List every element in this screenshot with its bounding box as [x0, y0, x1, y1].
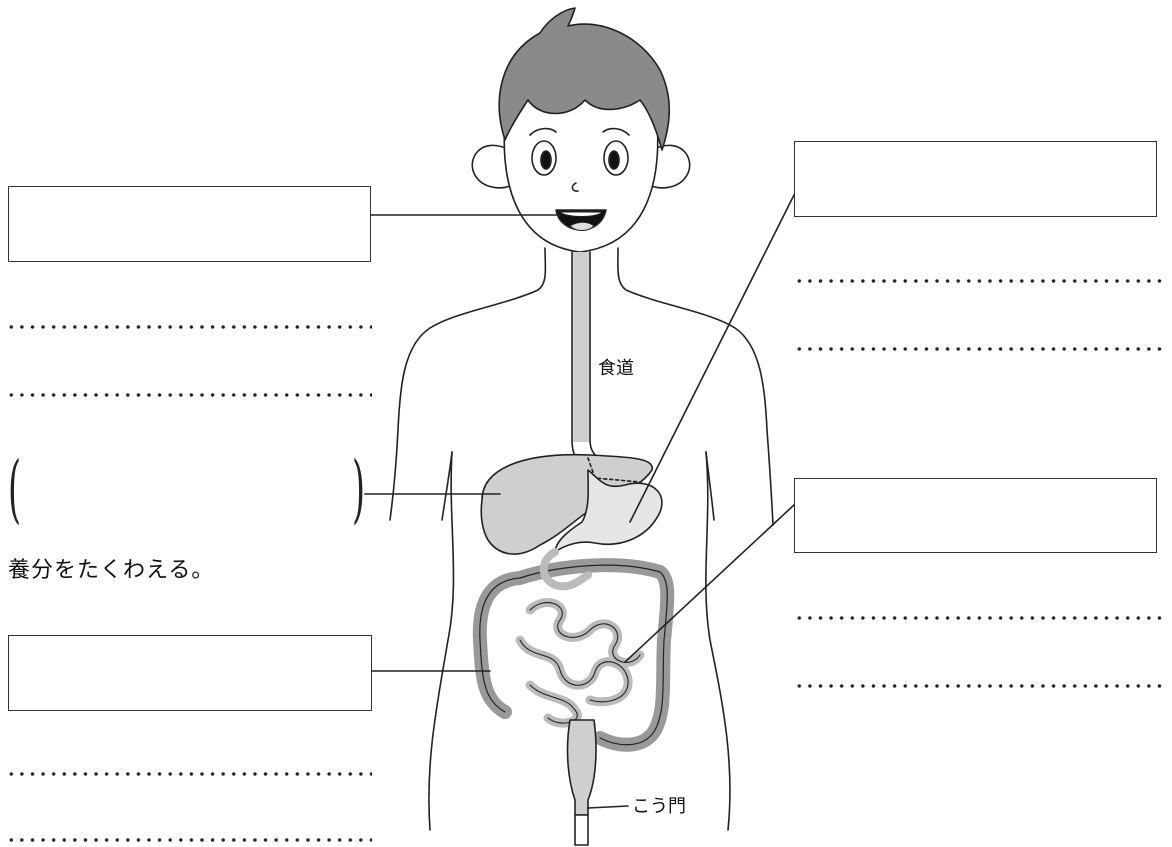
face [504, 120, 657, 252]
leader-anus [588, 806, 628, 808]
body-side-right [706, 452, 730, 830]
esophagus-fill [573, 252, 589, 442]
small-intestine [520, 603, 640, 723]
label-anus: こう門 [632, 796, 686, 817]
label-esophagus: 食道 [598, 358, 634, 379]
body-side-left [429, 452, 454, 830]
anus-tube [575, 815, 588, 845]
rectum [568, 720, 596, 815]
pupil-right [609, 151, 619, 169]
pupil-left [541, 151, 551, 169]
